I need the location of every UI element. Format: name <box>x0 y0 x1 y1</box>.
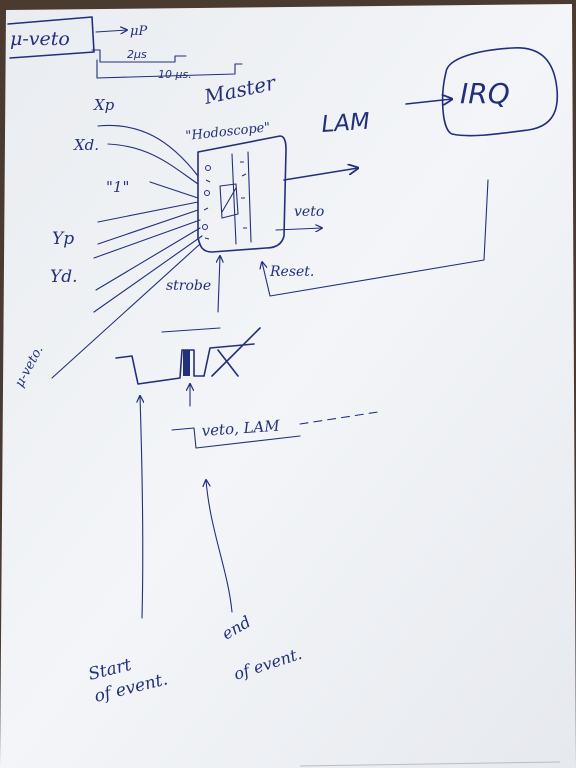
reset-label: Reset. <box>269 264 314 280</box>
input-line-5 <box>97 209 199 245</box>
strobe-label: strobe <box>166 278 211 294</box>
xp-label: Xp <box>93 96 115 114</box>
paper-sheet <box>0 4 576 768</box>
reset-feedback-line <box>262 179 489 297</box>
yd-input-line <box>95 227 201 291</box>
mp-arrow <box>95 30 127 32</box>
start-of-event-arrow <box>140 396 143 619</box>
paper-bottom-line <box>299 761 561 767</box>
xp-input-line <box>97 124 199 177</box>
veto-output-arrow <box>275 228 322 230</box>
hodoscope-box <box>197 135 287 253</box>
strobe-arrow <box>218 256 220 313</box>
mu-veto-box-label: μ-veto <box>10 28 70 50</box>
hodoscope-inner-register <box>219 183 239 219</box>
strobe-pulse-fill <box>183 350 190 376</box>
mu-veto-box <box>7 16 95 59</box>
one-input-line <box>149 181 199 199</box>
end-of-event-arrow <box>206 480 233 613</box>
irq-box <box>441 47 559 137</box>
input-line-4 <box>97 201 199 223</box>
ten-us-label: 10 μs. <box>158 68 192 81</box>
mp-label: μP <box>130 24 147 39</box>
input-line-8 <box>93 235 203 313</box>
veto-lam-waveform <box>171 427 301 449</box>
yp-label: Yp <box>52 229 74 249</box>
xd-label: Xd. <box>73 136 99 154</box>
strobe-timing-diagram: veto, LAM <box>115 327 379 619</box>
strobe-top-bar <box>161 327 221 333</box>
irq-label: IRQ <box>460 77 510 110</box>
veto-lam-label: veto, LAM <box>201 417 281 440</box>
veto-output-label: veto <box>294 204 324 220</box>
two-us-pulse <box>91 49 187 63</box>
hodoscope-channel-marks <box>202 161 247 240</box>
lam-to-irq-arrow <box>405 99 452 104</box>
lam-output-arrow <box>283 168 358 181</box>
lam-label: LAM <box>321 109 371 138</box>
hodoscope-channel-lines <box>231 151 252 245</box>
ten-us-pulse <box>96 59 243 79</box>
mu-veto-input-line <box>51 243 201 379</box>
strobe-waveform <box>115 349 205 385</box>
yd-label: Yd. <box>50 267 78 287</box>
one-label: "1" <box>106 178 129 196</box>
lam-irq-block: LAM IRQ <box>321 47 559 138</box>
xd-input-line <box>107 143 199 185</box>
yp-input-line <box>93 219 201 259</box>
two-us-label: 2μs <box>127 48 147 61</box>
strobe-undefined-region <box>203 327 261 377</box>
